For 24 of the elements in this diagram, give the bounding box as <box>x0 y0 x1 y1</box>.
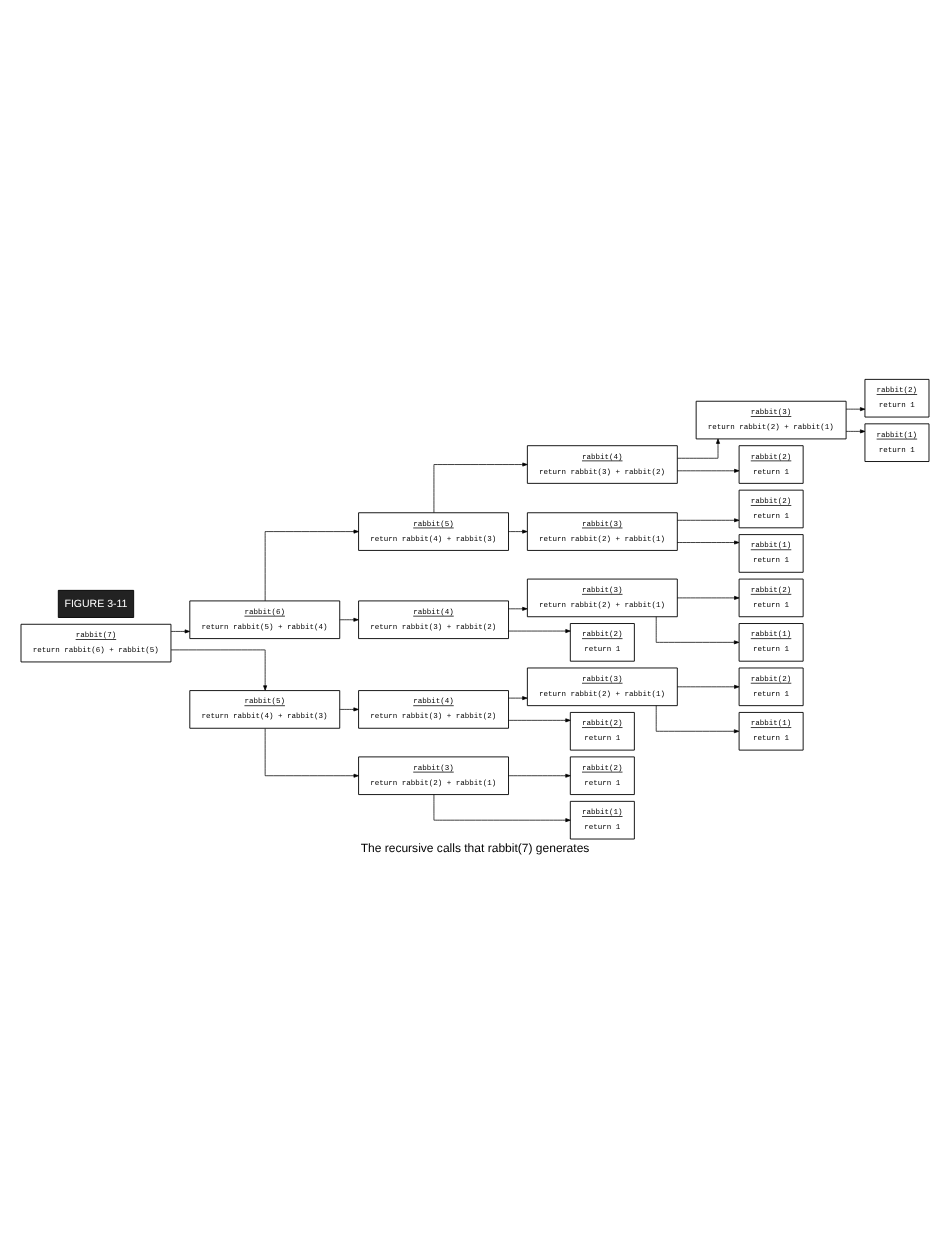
arrow <box>507 696 527 701</box>
arrow <box>675 518 739 523</box>
arrow <box>507 629 570 633</box>
arrow <box>169 649 267 691</box>
arrow <box>844 407 865 412</box>
arrow <box>675 468 739 473</box>
arrow <box>654 705 739 734</box>
arrow <box>507 718 570 723</box>
arrow <box>507 606 527 611</box>
arrow <box>169 629 189 634</box>
arrow <box>654 616 739 645</box>
arrow <box>507 529 527 534</box>
arrow <box>675 684 739 689</box>
arrow <box>675 595 739 600</box>
arrow <box>432 794 570 823</box>
arrow <box>675 540 739 545</box>
arrow <box>432 462 527 513</box>
arrow <box>844 429 865 434</box>
arrow <box>507 773 570 778</box>
arrow <box>263 728 358 778</box>
arrow <box>263 529 358 602</box>
arrow <box>338 707 358 712</box>
arrow <box>676 438 719 459</box>
arrow <box>338 617 358 622</box>
